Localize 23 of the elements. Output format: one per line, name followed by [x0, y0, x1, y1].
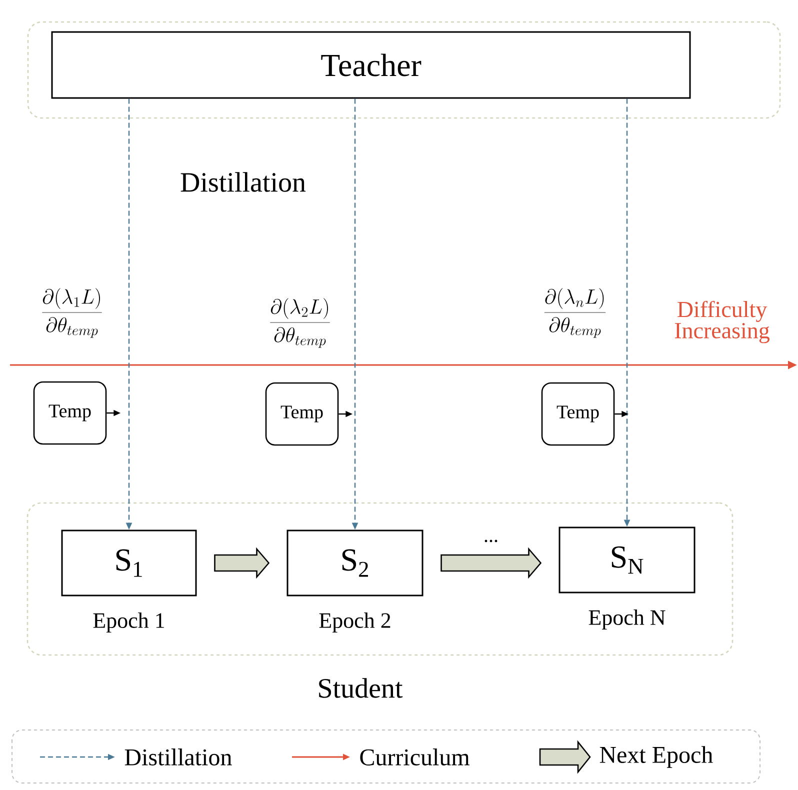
temp-box: Temp — [541, 382, 615, 446]
epoch-label: Epoch 2 — [319, 612, 390, 632]
process-box: Teacher — [51, 31, 691, 99]
legend-label: Next Epoch — [600, 746, 713, 768]
formula: $\frac{\partial(\lambda_{n}L)}{\partial\theta_{temp}}$ — [544, 288, 606, 338]
node-label: Student — [319, 678, 403, 698]
legend-label: Distillation — [124, 748, 232, 766]
temp-box: Temp — [265, 382, 339, 446]
process-box: S$_{1}$ — [61, 530, 197, 596]
block-arrow — [214, 547, 270, 579]
formula: $\frac{\partial(\lambda_{2}L)}{\partial\theta_{temp}}$ — [270, 298, 330, 348]
legend-label: Curriculum — [360, 748, 470, 766]
process-box: S$_{N}$ — [558, 526, 696, 594]
temp-box: Temp — [33, 381, 107, 445]
epoch-label: Epoch N — [588, 610, 666, 630]
edge-label: ... — [484, 540, 498, 542]
process-box: S$_{2}$ — [286, 530, 424, 596]
section-label: Distillation — [180, 172, 306, 192]
group-box — [27, 21, 781, 119]
formula: $\frac{\partial(\lambda_{1}L)}{\partial\theta_{temp}}$ — [42, 288, 102, 338]
axis-label: Difficulty Increasing — [674, 300, 770, 344]
epoch-label: Epoch 1 — [93, 612, 164, 632]
block-arrow — [440, 547, 542, 579]
